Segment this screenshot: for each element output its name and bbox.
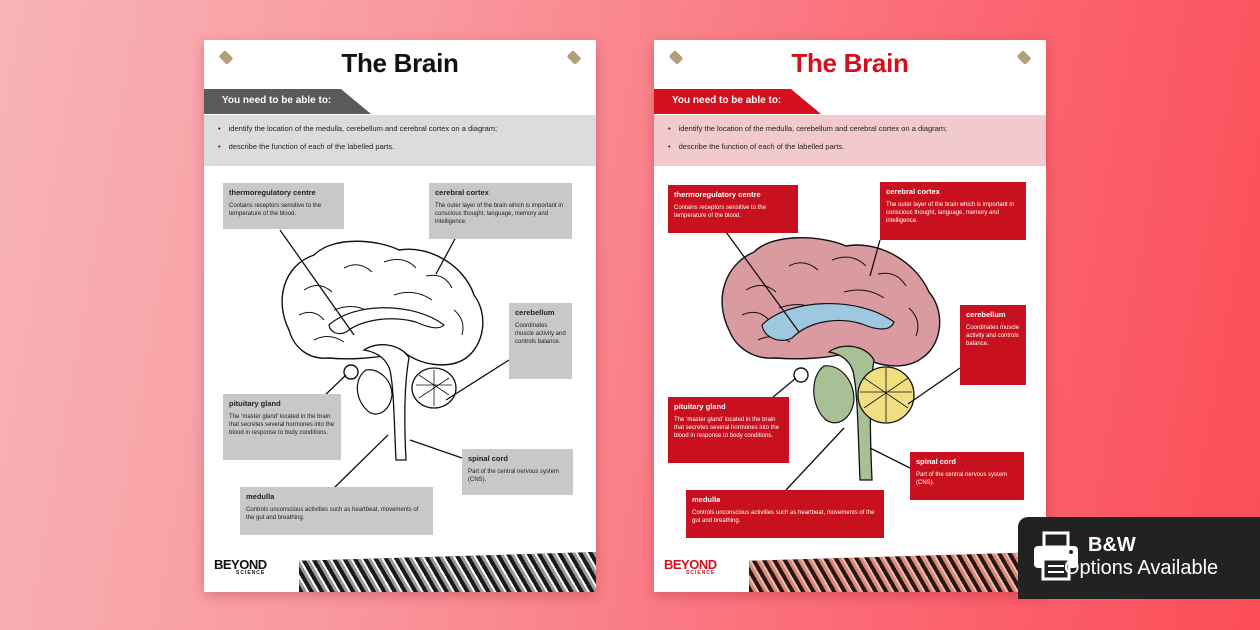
label-title: spinal cord (916, 457, 957, 466)
label-text: Controls unconscious activities such as … (692, 510, 875, 524)
pituitary-marker (793, 367, 809, 383)
badge-title: B&W (1088, 534, 1136, 556)
label-title: cerebellum (966, 310, 1006, 319)
label-text: The ‘master gland’ located in the brain … (229, 414, 335, 436)
corpus-callosum (761, 302, 895, 341)
corpus-callosum (328, 307, 445, 335)
label-text: Coordinates muscle activity and controls… (966, 325, 1020, 347)
poster-bw: The Brain You need to be able to: identi… (204, 40, 596, 592)
cortex-shape (281, 240, 484, 366)
brand-logo: BEYOND SCIENCE (664, 557, 717, 576)
pituitary-marker (343, 364, 359, 380)
brain-illustration (281, 240, 484, 461)
pons (813, 365, 855, 424)
label-title: medulla (246, 492, 275, 501)
label-cerebellum: cerebellum Coordinates muscle activity a… (509, 303, 572, 379)
label-cerebral-cortex: cerebral cortex The outer layer of the b… (880, 182, 1026, 240)
label-cerebral-cortex: cerebral cortex The outer layer of the b… (429, 183, 572, 239)
brain-diagram (721, 231, 961, 491)
objectives-banner: You need to be able to: (654, 89, 821, 114)
label-text: Coordinates muscle activity and controls… (515, 323, 566, 345)
label-spinal-cord: spinal cord Part of the central nervous … (910, 452, 1024, 500)
label-title: spinal cord (468, 454, 509, 463)
pons (356, 369, 393, 415)
label-spinal-cord: spinal cord Part of the central nervous … (462, 449, 573, 495)
poster-title: The Brain (791, 48, 909, 78)
label-text: The outer layer of the brain which is im… (435, 203, 564, 225)
objectives-list: identify the location of the medulla, ce… (204, 115, 596, 166)
label-pituitary-gland: pituitary gland The ‘master gland’ locat… (223, 394, 341, 460)
label-text: Contains receptors sensitive to the temp… (674, 205, 767, 219)
brain-diagram (279, 229, 510, 489)
badge-subtitle: Options Available (1064, 557, 1219, 579)
label-title: thermoregulatory centre (229, 188, 316, 197)
objective-item: describe the function of each of the lab… (218, 142, 582, 151)
label-medulla: medulla Controls unconscious activities … (686, 490, 884, 538)
objective-item: identify the location of the medulla, ce… (218, 124, 582, 133)
label-thermoregulatory-centre: thermoregulatory centre Contains recepto… (668, 185, 798, 233)
label-text: The outer layer of the brain which is im… (886, 202, 1015, 224)
label-text: The ‘master gland’ located in the brain … (674, 417, 780, 439)
bw-options-badge: B&W Options Available (1018, 517, 1260, 599)
label-pituitary-gland: pituitary gland The ‘master gland’ locat… (668, 397, 789, 463)
label-text: Part of the central nervous system (CNS)… (916, 472, 1008, 486)
label-title: pituitary gland (229, 399, 281, 408)
label-thermoregulatory-centre: thermoregulatory centre Contains recepto… (223, 183, 344, 229)
label-medulla: medulla Controls unconscious activities … (240, 487, 433, 535)
printer-icon (1034, 531, 1078, 581)
label-cerebellum: cerebellum Coordinates muscle activity a… (960, 305, 1026, 385)
label-title: cerebellum (515, 308, 555, 317)
label-text: Contains receptors sensitive to the temp… (229, 203, 322, 217)
cortex-shape (721, 237, 941, 367)
objective-item: describe the function of each of the lab… (668, 142, 1032, 151)
brand-logo: BEYOND SCIENCE (214, 557, 267, 576)
label-text: Part of the central nervous system (CNS)… (468, 469, 560, 483)
cerebellum-folds (416, 370, 452, 406)
poster-colour: The Brain You need to be able to: identi… (654, 40, 1046, 592)
label-title: thermoregulatory centre (674, 190, 761, 199)
label-title: cerebral cortex (435, 188, 489, 197)
poster-title: The Brain (341, 48, 459, 78)
brain-illustration (721, 237, 941, 481)
label-title: medulla (692, 495, 721, 504)
objectives-banner: You need to be able to: (204, 89, 371, 114)
label-text: Controls unconscious activities such as … (246, 507, 419, 521)
objective-item: identify the location of the medulla, ce… (668, 124, 1032, 133)
cerebellum-folds (860, 368, 912, 422)
objectives-list: identify the location of the medulla, ce… (654, 115, 1046, 166)
leader-lines (725, 231, 961, 491)
label-title: pituitary gland (674, 402, 726, 411)
brainstem (362, 344, 410, 461)
label-title: cerebral cortex (886, 187, 940, 196)
